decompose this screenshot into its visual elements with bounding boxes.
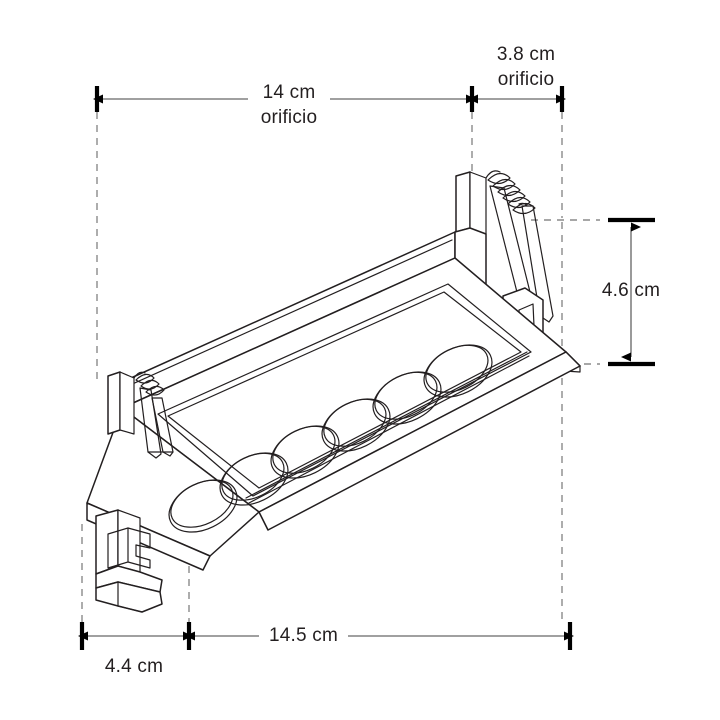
- led-aperture: [270, 425, 340, 479]
- led-aperture: [372, 371, 442, 425]
- dimension-right-height: [608, 217, 655, 367]
- extension-lines: [81, 112, 600, 624]
- spring-clip-left: [107, 371, 174, 459]
- dimension-bottom-left: [78, 622, 193, 650]
- led-aperture: [423, 344, 493, 398]
- led-aperture: [321, 398, 391, 452]
- product-fixture: [86, 170, 581, 613]
- dimension-top-left: [93, 86, 476, 112]
- dimension-top-right: [468, 86, 566, 112]
- led-aperture: [219, 452, 289, 506]
- housing-body: [86, 227, 581, 571]
- dimension-label-right-height: 4.6 cm: [601, 280, 661, 301]
- dimension-bottom-main: [185, 622, 574, 650]
- dimension-label-top-left: 14 cm orificio: [260, 82, 318, 128]
- mounting-bracket-left: [95, 509, 163, 613]
- dimension-label-top-right: 3.8 cm orificio: [496, 44, 556, 90]
- led-aperture: [168, 479, 238, 533]
- dimension-label-bottom-main: 14.5 cm: [269, 625, 338, 646]
- dimension-label-bottom-left: 4.4 cm: [104, 656, 164, 677]
- led-aperture-group: [168, 344, 493, 533]
